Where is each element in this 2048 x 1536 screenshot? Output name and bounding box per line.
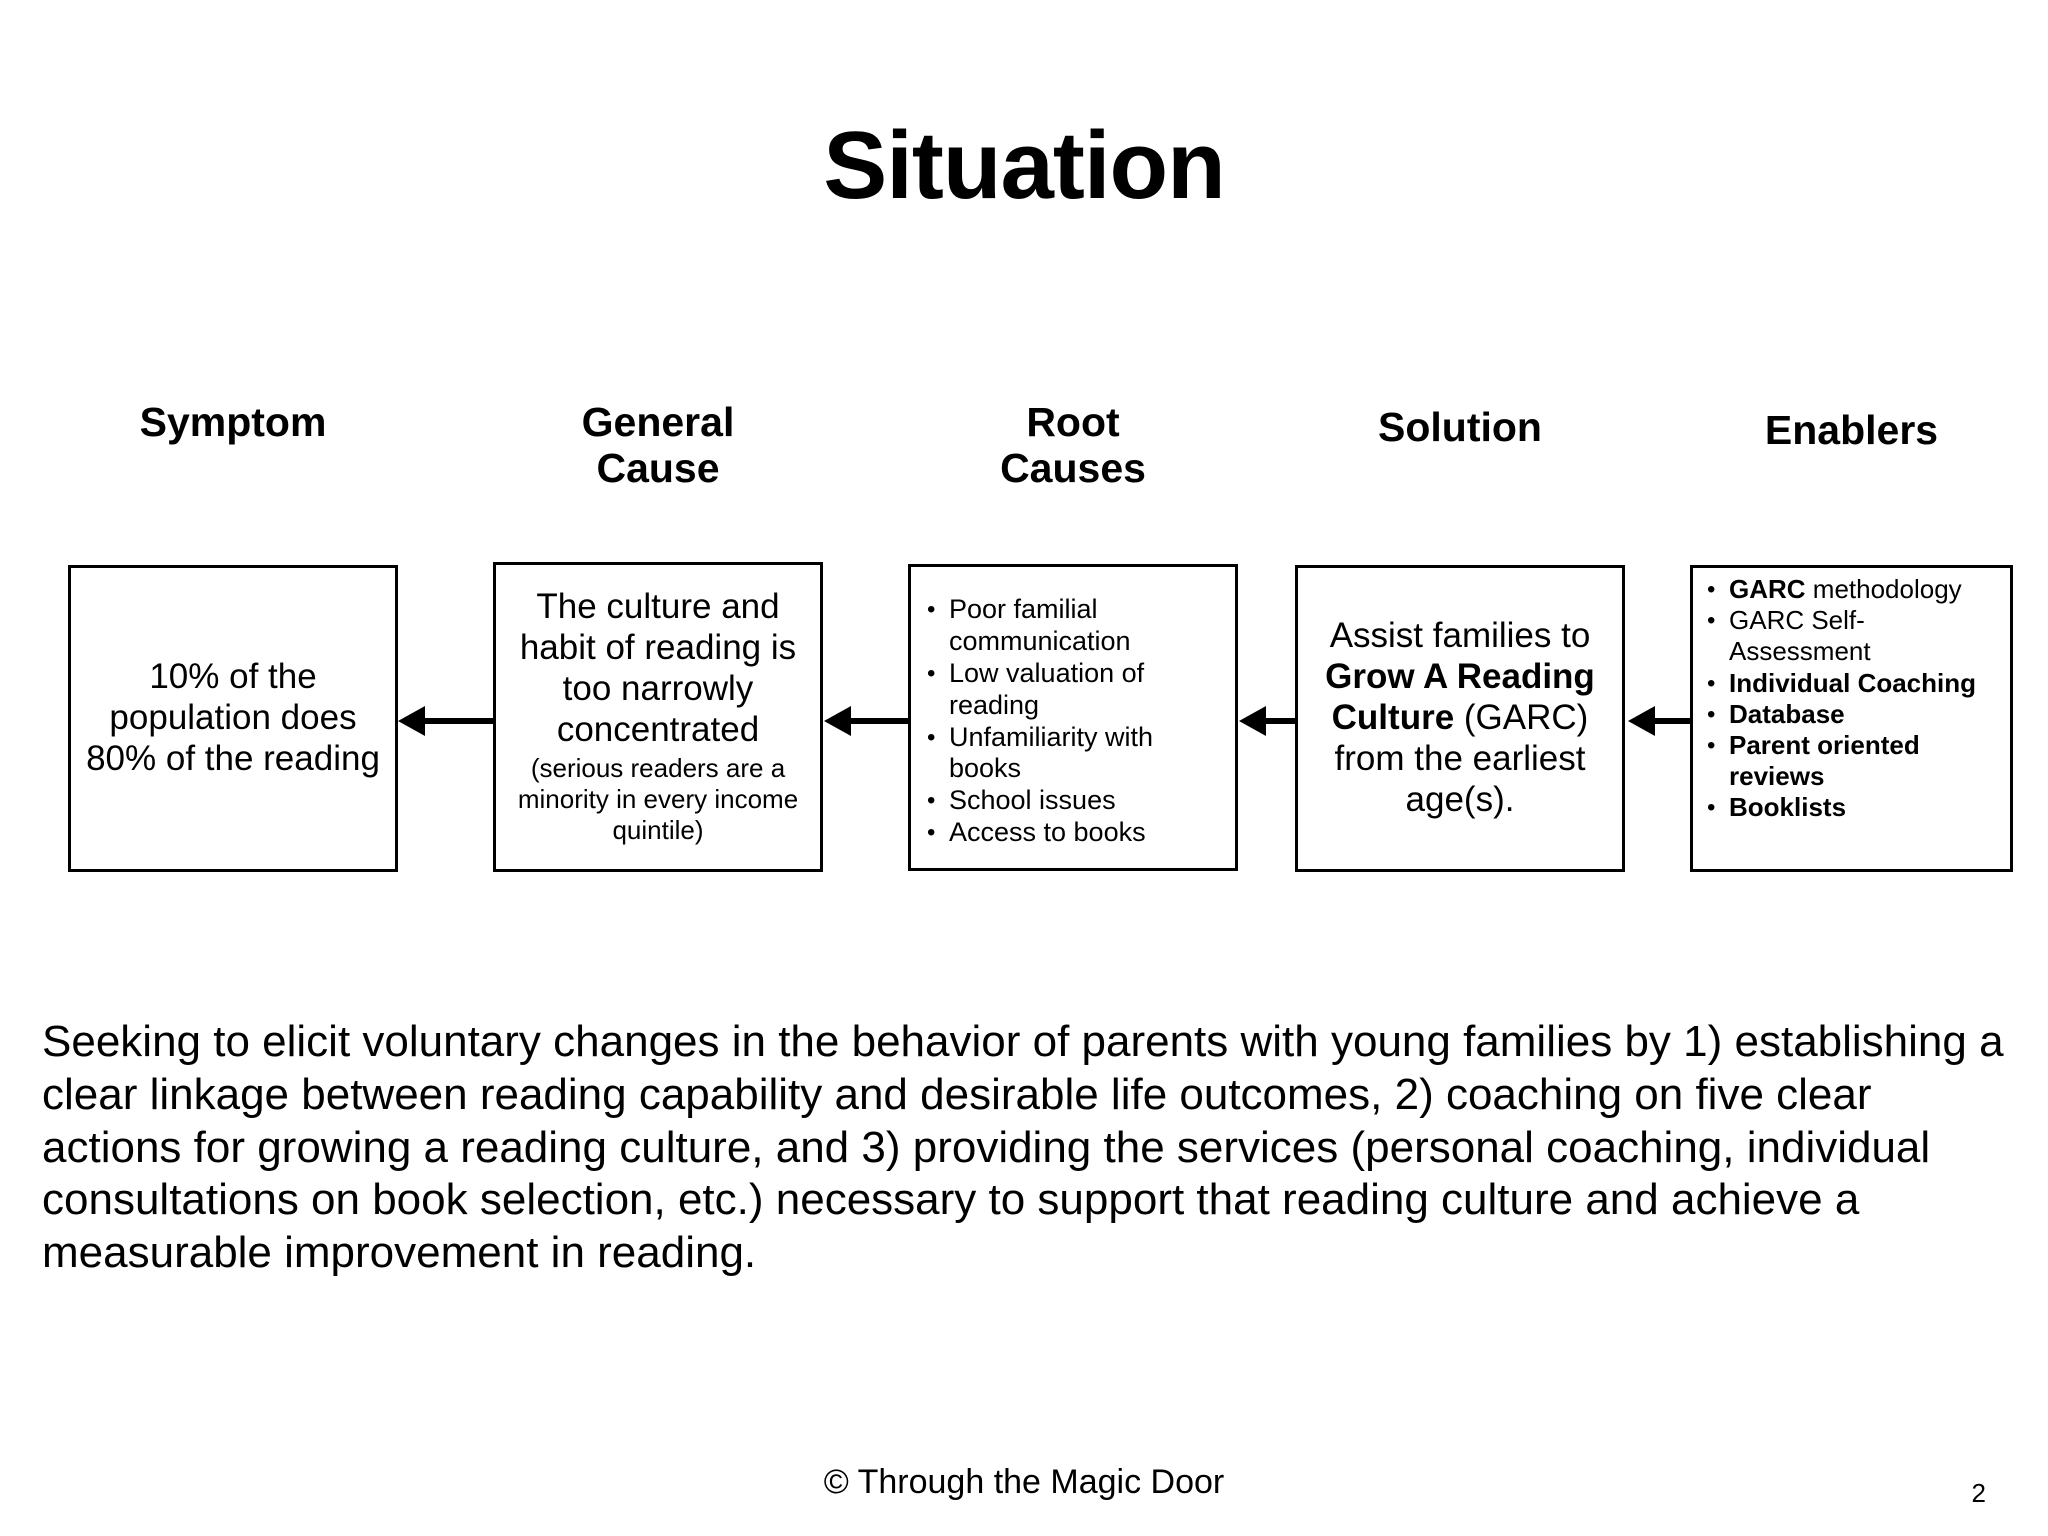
list-item: Individual Coaching xyxy=(1695,668,2002,699)
column-header-root-causes-line1: Root xyxy=(1026,399,1120,445)
column-header-solution-label: Solution xyxy=(1378,404,1542,450)
column-header-general-cause: General Cause xyxy=(493,399,823,492)
root-causes-bullet-list: Poor familial communication Low valuatio… xyxy=(911,567,1235,868)
enabler-bold-part: Booklists xyxy=(1729,792,1847,823)
solution-text-emphasis: Grow A Reading Culture xyxy=(1325,657,1595,738)
arrow-left-icon xyxy=(1628,706,1690,736)
column-header-root-causes-line2: Causes xyxy=(1000,444,1146,491)
arrow-left-icon xyxy=(824,706,908,736)
enabler-bold-part: Individual Coaching xyxy=(1729,667,1977,698)
enabler-bold-part: Parent oriented reviews xyxy=(1729,729,1920,792)
list-item: GARC methodology xyxy=(1695,574,2002,605)
arrow-left-icon xyxy=(398,706,493,736)
root-causes-box: Poor familial communication Low valuatio… xyxy=(908,564,1238,871)
column-header-symptom-label: Symptom xyxy=(139,399,327,445)
symptom-box-content: 10% of the population does 80% of the re… xyxy=(71,568,395,869)
list-item: Database xyxy=(1695,699,2002,730)
list-item: Low valuation of reading xyxy=(915,658,1223,722)
general-cause-box-content: The culture and habit of reading is too … xyxy=(496,565,820,869)
enabler-normal-part: GARC Self-Assessment xyxy=(1729,605,1871,667)
list-item: Poor familial communication xyxy=(915,594,1223,658)
list-item: Unfamiliarity with books xyxy=(915,722,1223,786)
enabler-normal-part: methodology xyxy=(1805,574,1962,604)
general-cause-box-main-text: The culture and habit of reading is too … xyxy=(519,587,797,750)
column-header-root-causes: Root Causes xyxy=(908,399,1238,492)
column-header-general-cause-line2: Cause xyxy=(596,444,720,491)
list-item: Parent oriented reviews xyxy=(1695,730,2002,792)
footer-copyright: © Through the Magic Door xyxy=(823,1463,1225,1501)
solution-text-acronym: (GARC) xyxy=(1463,698,1589,738)
enablers-box: GARC methodology GARC Self-Assessment In… xyxy=(1690,565,2013,872)
symptom-box: 10% of the population does 80% of the re… xyxy=(68,565,398,872)
column-header-symptom: Symptom xyxy=(68,399,398,446)
list-item: School issues xyxy=(915,785,1223,817)
body-paragraph: Seeking to elicit voluntary changes in t… xyxy=(42,1017,2004,1278)
column-header-enablers-label: Enablers xyxy=(1764,407,1939,453)
column-header-solution: Solution xyxy=(1295,404,1625,451)
enablers-bullet-list: GARC methodology GARC Self-Assessment In… xyxy=(1693,568,2010,869)
arrow-left-icon xyxy=(1239,706,1295,736)
general-cause-box: The culture and habit of reading is too … xyxy=(493,562,823,872)
solution-box-content: Assist families to Grow A Reading Cultur… xyxy=(1298,568,1622,869)
solution-box: Assist families to Grow A Reading Cultur… xyxy=(1295,565,1625,872)
symptom-box-text: 10% of the population does 80% of the re… xyxy=(86,657,380,778)
list-item: Booklists xyxy=(1695,792,2002,823)
column-header-general-cause-line1: General xyxy=(581,399,735,445)
column-header-enablers: Enablers xyxy=(1690,407,2013,454)
page-number: 2 xyxy=(1971,1478,1986,1508)
solution-box-text: Assist families to Grow A Reading Cultur… xyxy=(1306,616,1614,821)
solution-text-line1: Assist families to xyxy=(1329,616,1591,656)
list-item: GARC Self-Assessment xyxy=(1695,605,2002,667)
general-cause-box-sub-text: (serious readers are a minority in every… xyxy=(517,753,799,846)
enabler-bold-part: GARC xyxy=(1729,574,1806,604)
enabler-bold-part: Database xyxy=(1729,698,1845,729)
solution-text-tail: from the earliest age(s). xyxy=(1334,738,1586,819)
page-title: Situation xyxy=(823,112,1226,219)
list-item: Access to books xyxy=(915,817,1223,849)
